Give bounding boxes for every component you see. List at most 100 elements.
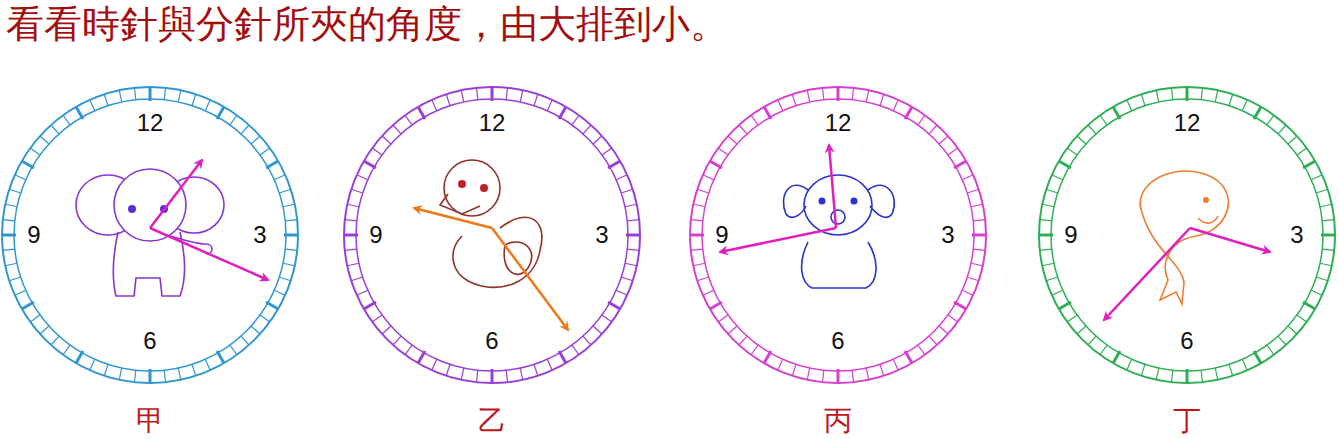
tick-mark bbox=[506, 370, 507, 382]
tick-mark bbox=[948, 315, 958, 322]
tick-mark bbox=[852, 88, 853, 100]
tick-mark bbox=[1052, 290, 1063, 295]
tick-mark bbox=[22, 161, 34, 168]
clock-number: 9 bbox=[715, 223, 728, 247]
clock-face bbox=[344, 87, 640, 383]
tick-mark bbox=[905, 351, 912, 363]
dog-picture bbox=[783, 175, 894, 288]
tick-mark bbox=[1046, 189, 1057, 193]
tick-mark bbox=[30, 315, 40, 322]
tick-mark bbox=[1242, 359, 1247, 370]
tick-mark bbox=[149, 87, 152, 101]
tick-mark bbox=[351, 189, 362, 193]
tick-mark bbox=[728, 326, 737, 334]
tick-mark bbox=[76, 107, 83, 119]
tick-mark bbox=[372, 148, 382, 155]
tick-mark bbox=[284, 234, 298, 237]
tick-mark bbox=[51, 336, 59, 345]
tick-mark bbox=[621, 189, 632, 193]
tick-mark bbox=[3, 220, 15, 221]
tick-mark bbox=[1229, 364, 1233, 375]
tick-mark bbox=[837, 369, 840, 383]
tick-mark bbox=[205, 100, 210, 111]
tick-mark bbox=[710, 161, 722, 168]
clock-label: 甲 bbox=[136, 407, 164, 435]
tick-mark bbox=[880, 94, 884, 105]
tick-mark bbox=[1267, 345, 1274, 355]
tick-mark bbox=[971, 204, 983, 206]
tick-mark bbox=[1113, 351, 1120, 363]
clock-number: 9 bbox=[369, 223, 382, 247]
tick-mark bbox=[973, 249, 985, 250]
tick-mark bbox=[5, 263, 17, 265]
tick-mark bbox=[962, 175, 973, 180]
tick-mark bbox=[823, 370, 824, 382]
tick-mark bbox=[1100, 345, 1107, 355]
tick-mark bbox=[119, 90, 121, 102]
clock-label: 乙 bbox=[478, 407, 506, 435]
tick-mark bbox=[703, 175, 714, 180]
tick-mark bbox=[241, 336, 249, 345]
tick-mark bbox=[9, 277, 20, 281]
clock-number: 6 bbox=[485, 329, 498, 353]
tick-mark bbox=[266, 161, 278, 168]
tick-mark bbox=[967, 189, 978, 193]
tick-mark bbox=[274, 290, 285, 295]
tick-mark bbox=[3, 249, 15, 250]
clock-face: 12936丙 bbox=[688, 85, 988, 435]
tick-mark bbox=[1278, 125, 1286, 134]
tick-mark bbox=[1186, 87, 1189, 101]
tick-mark bbox=[1100, 115, 1107, 125]
tick-mark bbox=[1254, 107, 1261, 119]
tick-mark bbox=[1320, 263, 1332, 265]
tick-mark bbox=[967, 277, 978, 281]
whale-picture bbox=[1140, 171, 1228, 304]
clock-number: 9 bbox=[1064, 223, 1077, 247]
clock-number: 12 bbox=[825, 111, 852, 135]
clock-face bbox=[2, 87, 298, 383]
tick-mark bbox=[1297, 315, 1307, 322]
tick-mark bbox=[178, 368, 180, 380]
clock-number: 9 bbox=[27, 223, 40, 247]
tick-mark bbox=[90, 359, 95, 370]
tick-mark bbox=[1201, 370, 1202, 382]
tick-mark bbox=[718, 315, 728, 322]
tick-mark bbox=[583, 125, 591, 134]
tick-mark bbox=[418, 107, 425, 119]
tick-mark bbox=[164, 88, 165, 100]
tick-mark bbox=[345, 249, 357, 250]
tick-mark bbox=[1077, 326, 1086, 334]
tick-mark bbox=[344, 234, 358, 237]
clock-label: 丁 bbox=[1173, 407, 1201, 435]
tick-mark bbox=[461, 90, 463, 102]
tick-mark bbox=[135, 88, 136, 100]
tick-mark bbox=[1267, 115, 1274, 125]
tick-mark bbox=[583, 336, 591, 345]
tick-mark bbox=[192, 94, 196, 105]
tick-mark bbox=[559, 107, 566, 119]
tick-mark bbox=[602, 148, 612, 155]
tick-mark bbox=[1113, 107, 1120, 119]
tick-mark bbox=[40, 326, 49, 334]
tick-mark bbox=[285, 220, 297, 221]
tick-mark bbox=[1156, 90, 1158, 102]
tick-mark bbox=[506, 88, 507, 100]
tick-mark bbox=[710, 302, 722, 309]
tick-mark bbox=[593, 136, 602, 144]
tick-mark bbox=[63, 115, 70, 125]
tick-mark bbox=[973, 220, 985, 221]
tick-mark bbox=[230, 115, 237, 125]
tick-mark bbox=[251, 136, 260, 144]
tick-mark bbox=[728, 136, 737, 144]
tick-mark bbox=[691, 249, 703, 250]
tick-mark bbox=[852, 370, 853, 382]
tick-mark bbox=[593, 326, 602, 334]
tick-mark bbox=[627, 220, 639, 221]
tick-mark bbox=[135, 370, 136, 382]
tick-mark bbox=[432, 359, 437, 370]
tick-mark bbox=[572, 115, 579, 125]
tick-mark bbox=[251, 326, 260, 334]
tick-mark bbox=[1059, 161, 1071, 168]
tick-mark bbox=[1242, 100, 1247, 111]
clock-number: 12 bbox=[479, 111, 506, 135]
